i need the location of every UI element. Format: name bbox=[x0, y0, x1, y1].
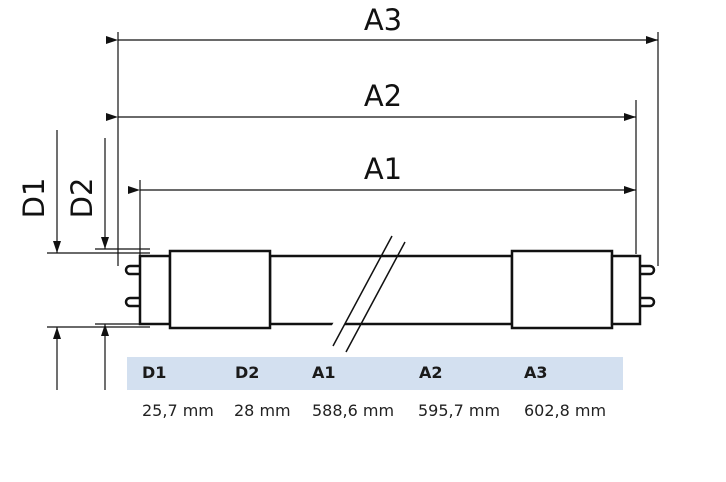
break-line-2 bbox=[345, 241, 406, 353]
right-pins bbox=[640, 264, 650, 308]
t8-lamp bbox=[124, 235, 656, 353]
right-end-cap bbox=[610, 254, 642, 326]
value-d2: 28 mm bbox=[234, 401, 291, 420]
break-line-1 bbox=[332, 235, 393, 347]
label-a3: A3 bbox=[364, 3, 402, 37]
label-d2: D2 bbox=[65, 178, 99, 219]
left-ring bbox=[168, 249, 272, 330]
header-a1: A1 bbox=[312, 363, 336, 382]
value-a2: 595,7 mm bbox=[418, 401, 501, 420]
value-a3: 602,8 mm bbox=[524, 401, 607, 420]
value-a1: 588,6 mm bbox=[312, 401, 395, 420]
left-pins bbox=[130, 264, 140, 308]
header-a3: A3 bbox=[524, 363, 548, 382]
header-a2: A2 bbox=[419, 363, 443, 382]
left-end-cap bbox=[138, 254, 172, 326]
right-ring bbox=[510, 249, 614, 330]
label-a1: A1 bbox=[364, 152, 402, 186]
tube-body bbox=[268, 254, 514, 326]
table-header-band bbox=[127, 357, 623, 390]
header-d1: D1 bbox=[142, 363, 167, 382]
label-a2: A2 bbox=[364, 79, 402, 113]
value-d1: 25,7 mm bbox=[142, 401, 214, 420]
header-d2: D2 bbox=[235, 363, 260, 382]
label-d1: D1 bbox=[17, 178, 51, 219]
